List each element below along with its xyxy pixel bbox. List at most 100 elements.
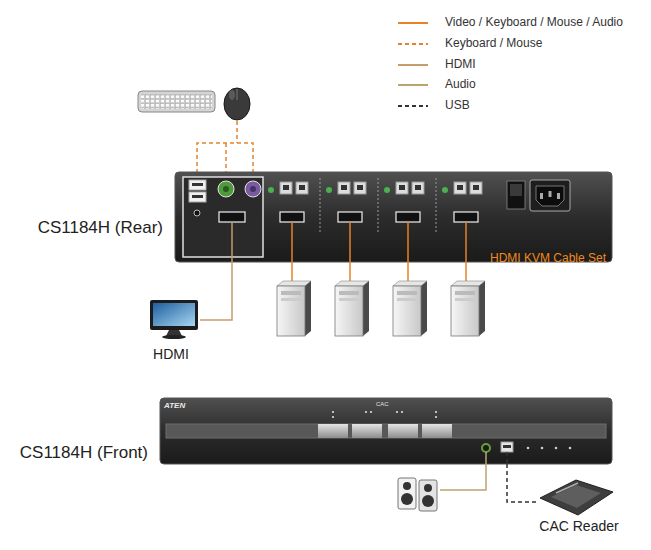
mouse-body	[224, 88, 250, 120]
computer	[335, 281, 369, 336]
tower-side	[305, 281, 311, 336]
led	[365, 411, 367, 413]
socket-pin	[549, 191, 552, 197]
computer-port-group	[442, 182, 482, 222]
front-panel-body	[160, 398, 612, 464]
port-button	[352, 424, 382, 438]
usb-slot	[415, 185, 421, 190]
card-slot	[556, 483, 578, 493]
hdmi-in-port	[280, 212, 304, 222]
tower-top	[277, 281, 311, 286]
usb-slot	[473, 185, 479, 190]
led	[332, 416, 334, 418]
separator	[320, 178, 321, 232]
kvm-cable	[291, 222, 293, 281]
drive-bay	[281, 291, 301, 295]
tower-front	[277, 286, 305, 336]
drive-bay	[455, 291, 475, 295]
tower-front	[451, 286, 479, 336]
computer	[451, 281, 485, 336]
keyboard-body	[138, 91, 215, 112]
legend-sample	[398, 43, 428, 45]
kvm-rear-panel: CS1184H (Rear)	[175, 172, 612, 262]
legend-sample	[398, 22, 428, 24]
legend-entry: HDMI	[445, 58, 476, 72]
kvm-cable	[407, 222, 409, 281]
ps2-mouse-port	[245, 181, 261, 197]
drive-bay	[339, 298, 359, 301]
led	[555, 447, 558, 450]
monitor-screen	[153, 303, 195, 326]
usb-slot	[192, 183, 203, 186]
usb-b-port	[470, 182, 482, 194]
device-label: CAC Reader	[539, 518, 618, 534]
led	[332, 411, 334, 413]
front-panel-band	[166, 424, 606, 438]
mouse-button-split	[237, 89, 238, 100]
kvm-cables	[292, 222, 466, 281]
led	[326, 187, 332, 193]
drive-bay	[455, 298, 475, 301]
separator	[378, 178, 379, 232]
legend-text: USB	[445, 99, 470, 113]
usb-b-port	[354, 182, 366, 194]
usb-cable	[506, 452, 508, 464]
legend-text: Keyboard / Mouse	[445, 37, 542, 51]
mouse	[224, 88, 250, 120]
led	[401, 411, 403, 413]
panel-marking-box: CAC	[376, 401, 389, 408]
cable-set-label: HDMI KVM Cable Set	[490, 252, 606, 266]
legend-text: HDMI	[445, 58, 476, 72]
separator	[436, 178, 437, 232]
computer	[393, 281, 427, 336]
port-button	[388, 424, 418, 438]
audio-cable	[440, 452, 486, 490]
speaker-cone	[401, 493, 413, 505]
legend-entry: Keyboard / Mouse	[445, 37, 542, 51]
audio-jack	[194, 210, 200, 216]
led	[396, 411, 398, 413]
socket-pin	[540, 193, 543, 199]
ps2-pin	[223, 186, 229, 192]
legend-text: Audio	[445, 78, 476, 92]
power-switch	[507, 181, 525, 209]
front-panel	[160, 398, 612, 464]
usb-b-port	[412, 182, 424, 194]
speaker	[419, 480, 437, 511]
rear-panel	[175, 172, 612, 262]
legend-sample	[398, 84, 428, 86]
speakers	[398, 478, 437, 511]
device-heading: CS1184H (Rear)	[38, 218, 163, 238]
speaker-cone	[403, 482, 411, 490]
led	[435, 411, 437, 413]
legend-entry: USB	[445, 99, 470, 113]
keyboard	[138, 91, 215, 112]
usb-slot	[457, 185, 463, 190]
keyboard-keys	[141, 94, 212, 109]
computer-port-group	[268, 182, 308, 222]
usb-port	[189, 192, 206, 202]
tower-front	[393, 286, 421, 336]
hdmi-in-port	[338, 212, 362, 222]
usb-b-port	[296, 182, 308, 194]
led	[442, 187, 448, 193]
cable-set-label-box: HDMI KVM Cable Set	[490, 252, 606, 266]
monitor	[150, 300, 198, 339]
mouse-highlight	[229, 90, 235, 100]
hdmi-out-port	[219, 212, 245, 222]
computer	[277, 281, 311, 336]
usb-slot	[299, 185, 305, 190]
kvm-cable	[465, 222, 467, 281]
legend-sample	[398, 64, 428, 66]
computer-port-group	[384, 182, 424, 222]
drive-bay	[339, 291, 359, 295]
legend-entry: Audio	[445, 78, 476, 92]
speaker-cone	[424, 484, 432, 492]
ps2-pin	[250, 186, 256, 192]
hdmi-cable	[231, 222, 233, 262]
usb-b-port	[338, 182, 350, 194]
tower-side	[421, 281, 427, 336]
cac-reader	[540, 480, 613, 515]
rear-panel-body	[175, 172, 612, 262]
monitor-base	[162, 335, 186, 339]
